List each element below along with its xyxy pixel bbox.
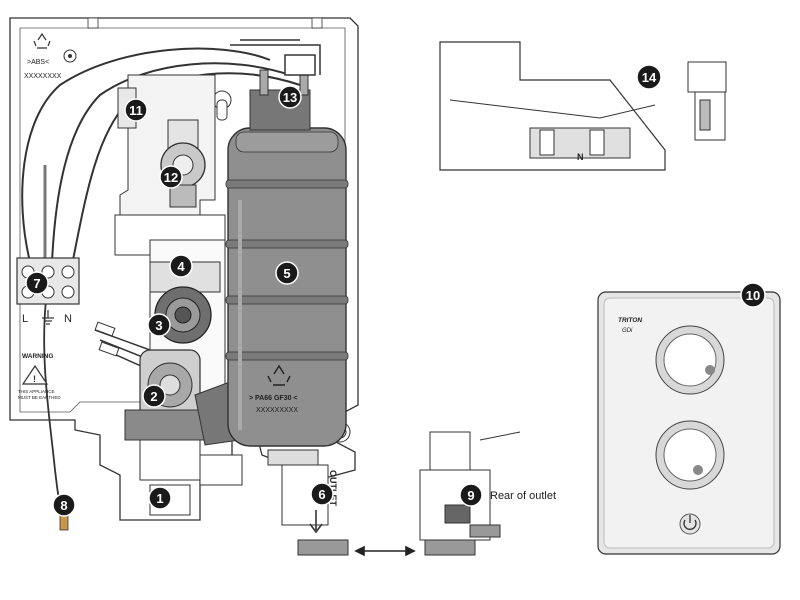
backplate-serial: XXXXXXXX <box>24 73 62 80</box>
outlet-rear-view <box>419 431 521 556</box>
svg-text:13: 13 <box>283 90 297 105</box>
terminal-neutral-label: N <box>64 313 72 325</box>
supply-wires <box>21 47 301 266</box>
outlet-label: OUTLET <box>328 470 338 506</box>
callout-9: 9 <box>459 483 483 507</box>
svg-text:7: 7 <box>33 276 40 291</box>
harness-neutral-label: N <box>577 152 584 162</box>
warning-line-1: THIS APPLIANCE <box>18 389 55 394</box>
temperature-dial[interactable] <box>655 325 725 395</box>
svg-text:10: 10 <box>746 288 760 303</box>
arrow-left-right-icon <box>354 545 416 557</box>
flow-dial[interactable] <box>655 420 725 490</box>
svg-text:1: 1 <box>156 491 163 506</box>
callout-5: 5 <box>275 261 299 285</box>
callout-13: 13 <box>278 85 302 109</box>
svg-text:8: 8 <box>60 498 67 513</box>
callout-10: 10 <box>740 282 766 308</box>
terminal-live-label: L <box>22 313 28 325</box>
outlet-assembly: OUTLET <box>267 449 349 556</box>
callout-2: 2 <box>142 384 166 408</box>
callout-4: 4 <box>169 254 193 278</box>
earth-lead-terminal <box>59 514 69 531</box>
backplate-material-code: >ABS< <box>27 59 49 66</box>
svg-text:2: 2 <box>150 389 157 404</box>
heater-can <box>225 69 349 447</box>
recycle-icon <box>33 32 51 49</box>
svg-text:3: 3 <box>155 318 162 333</box>
warning-line-2: MUST BE EARTHED <box>18 395 61 400</box>
heater-can-material-code: > PA66 GF30 < <box>249 395 298 402</box>
top-cables <box>230 39 321 76</box>
callout-8: 8 <box>52 493 76 517</box>
inlet-pipe <box>139 439 243 516</box>
svg-text:6: 6 <box>318 487 325 502</box>
callout-7: 7 <box>25 271 49 295</box>
keyhole-slot <box>212 90 232 121</box>
svg-text:5: 5 <box>283 266 290 281</box>
svg-text:14: 14 <box>642 70 657 85</box>
model-label: GDi <box>622 328 633 334</box>
callout-6: 6 <box>310 482 334 506</box>
svg-text:11: 11 <box>129 103 143 118</box>
svg-text:9: 9 <box>467 488 474 503</box>
rear-of-outlet-label: Rear of outlet <box>490 490 556 502</box>
recycle-icon <box>267 364 291 386</box>
wiring-harness-inset: N <box>439 41 727 171</box>
svg-text:12: 12 <box>164 170 178 185</box>
earth-icon <box>42 310 54 325</box>
warning-triangle-icon: ! <box>21 364 49 385</box>
callout-1: 1 <box>148 486 172 510</box>
flow-valve <box>149 261 221 344</box>
warning-heading: WARNING <box>22 353 53 360</box>
svg-text:4: 4 <box>177 259 185 274</box>
callout-14: 14 <box>636 64 662 90</box>
svg-text:!: ! <box>33 374 36 384</box>
heater-can-serial: XXXXXXXXX <box>256 407 298 414</box>
callout-layer: 1 2 3 4 5 6 7 8 9 10 11 12 13 14 <box>25 64 766 517</box>
callout-3: 3 <box>147 313 171 337</box>
power-icon[interactable] <box>679 513 701 535</box>
callout-12: 12 <box>159 165 183 189</box>
callout-11: 11 <box>124 98 148 122</box>
brand-label: TRITON <box>618 317 642 324</box>
